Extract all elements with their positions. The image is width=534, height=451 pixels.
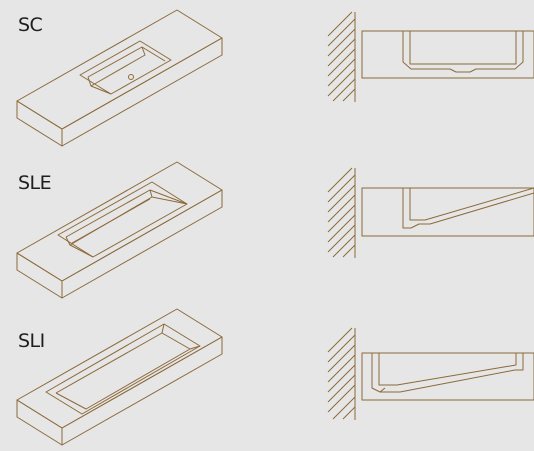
sli-section-basin-inner — [379, 353, 516, 385]
sli-basin-wall — [190, 346, 200, 349]
sle-wall-hatch — [328, 168, 355, 258]
sle-isometric-view — [17, 162, 222, 298]
sli-section-basin — [372, 353, 523, 392]
sc-isometric-view — [17, 10, 222, 146]
sc-basin-wall — [91, 86, 111, 94]
sc-section-view — [328, 12, 534, 102]
sle-slope-edge — [152, 197, 187, 204]
sli-wall-hatch — [328, 328, 355, 420]
sc-drain-icon — [129, 75, 134, 80]
model-label-sli: SLI — [18, 330, 45, 352]
sc-section-basin-inner — [410, 31, 516, 64]
sle-section-basin — [403, 188, 534, 228]
sc-basin-rim — [80, 41, 171, 94]
sc-section-basin — [403, 31, 523, 72]
sle-side-face — [17, 253, 62, 298]
model-label-sle: SLE — [18, 172, 52, 194]
sle-section-body — [362, 188, 534, 236]
sli-section-body — [362, 353, 534, 400]
sle-front-face — [62, 190, 222, 298]
sle-section-view — [328, 168, 534, 258]
sli-front-face — [62, 337, 222, 445]
sle-drain-slot — [72, 199, 150, 243]
sc-front-face — [62, 38, 222, 146]
sle-top-face — [17, 162, 222, 281]
sli-section-lip — [380, 388, 385, 392]
sle-section-basin-inner — [410, 188, 534, 220]
sli-section-view — [328, 328, 534, 420]
sle-slope-edge — [150, 190, 187, 204]
sc-basin-wall — [142, 47, 165, 61]
sc-side-face — [17, 101, 62, 146]
model-label-sc: SC — [18, 14, 43, 36]
sli-top-face — [17, 309, 222, 428]
sli-basin-floor — [56, 333, 190, 409]
sli-basin-wall — [162, 324, 164, 333]
sc-section-body — [362, 31, 534, 78]
sc-basin-inner — [88, 47, 145, 86]
sc-wall-hatch — [328, 12, 355, 102]
sle-basin-wall — [70, 245, 93, 257]
sli-side-face — [17, 400, 62, 445]
sli-isometric-view — [17, 309, 222, 445]
